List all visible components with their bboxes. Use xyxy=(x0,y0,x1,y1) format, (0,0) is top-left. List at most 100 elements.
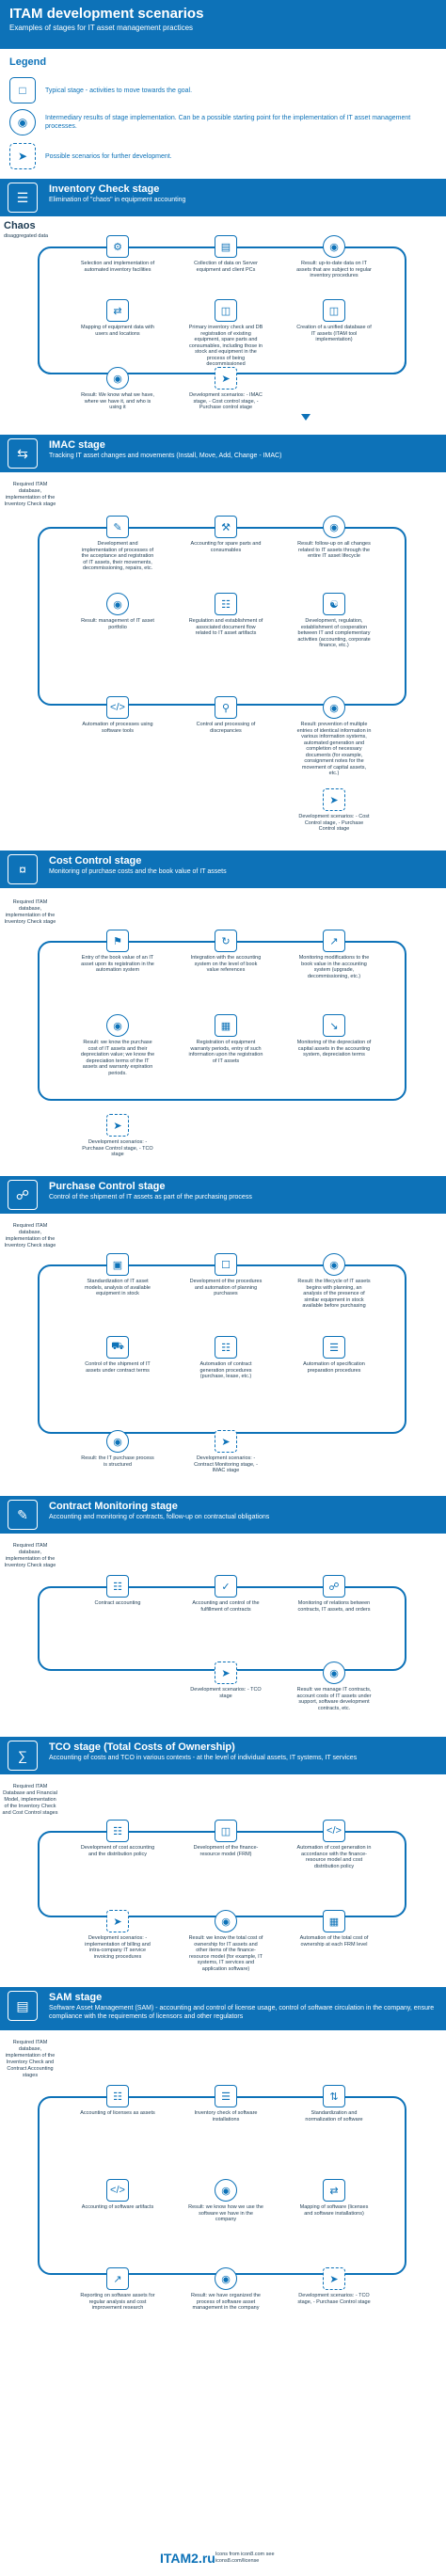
result-pin-icon: ◉ xyxy=(106,367,129,390)
legend-typical: □ Typical stage - activities to move tow… xyxy=(9,77,438,103)
stage: ▦Automation of the total cost of ownersh… xyxy=(296,1910,372,1948)
stage: ◉Result: the IT purchase process is stru… xyxy=(80,1430,155,1468)
legend-scenarios-text: Possible scenarios for further developme… xyxy=(45,152,172,160)
stage: ➤Development scenarios: - Purchase Contr… xyxy=(80,1114,155,1158)
handshake-icon: ☯ xyxy=(323,593,345,615)
result-pin-icon: ◉ xyxy=(323,235,345,258)
stage: ◫Primary inventory check and DB registra… xyxy=(188,299,263,368)
result-pin-icon: ◉ xyxy=(323,1253,345,1276)
chaos-label: Chaos xyxy=(4,220,36,231)
stage: ◉Result: we know the total cost of owner… xyxy=(188,1910,263,1972)
policy-icon: ☷ xyxy=(106,1820,129,1842)
result-pin-icon: ◉ xyxy=(106,1430,129,1453)
stage: ⇄Mapping of software (licenses and softw… xyxy=(296,2179,372,2217)
depreciation-icon: ↘ xyxy=(323,1014,345,1037)
tco-icon: ∑ xyxy=(8,1741,38,1771)
code-icon: </> xyxy=(323,1820,345,1842)
stage: ➤Development scenarios: - Cost Control s… xyxy=(296,788,372,833)
stage: ▦Registration of equipment warranty peri… xyxy=(188,1014,263,1064)
stage: ◉Result: we manage IT contracts, account… xyxy=(296,1662,372,1711)
stage: ➤Development scenarios: - Contract Monit… xyxy=(188,1430,263,1474)
stage: </>Automation of cost generation in acco… xyxy=(296,1820,372,1869)
signpost-icon: ➤ xyxy=(323,2267,345,2290)
legend-intermediate: ◉ Intermediary results of stage implemen… xyxy=(9,109,438,135)
code-icon: </> xyxy=(106,696,129,719)
stage: ⇅Standardization and normalization of so… xyxy=(296,2085,372,2123)
requirement-note: Required ITAM Database and Financial Mod… xyxy=(2,1784,58,1816)
stage: ◉Result: We know what we have, where we … xyxy=(80,367,155,411)
page-header: ITAM development scenarios Examples of s… xyxy=(0,0,446,49)
registration-icon: ✎ xyxy=(106,516,129,538)
result-pin-icon: ◉ xyxy=(215,2179,237,2202)
stage: ↗Reporting on software assets for regula… xyxy=(80,2267,155,2312)
stage: ◫Development of the finance-resource mod… xyxy=(188,1820,263,1857)
stage: ◉Result: management of IT asset portfoli… xyxy=(80,593,155,630)
stage: ▣Standardization of IT asset models, ana… xyxy=(80,1253,155,1297)
section-imac-header: ⇆ IMAC stage Tracking IT asset changes a… xyxy=(0,435,446,472)
stage: ➤Development scenarios: - TCO stage, - P… xyxy=(296,2267,372,2305)
result-pin-icon: ◉ xyxy=(215,2267,237,2290)
signpost-icon: ➤ xyxy=(323,788,345,811)
stage: ◉Result: the lifecycle of IT assets begi… xyxy=(296,1253,372,1310)
stage: ↻Integration with the accounting system … xyxy=(188,930,263,974)
stage: ☯Development, regulation, establishment … xyxy=(296,593,372,649)
stage: </>Automation of processes using softwar… xyxy=(80,696,155,734)
stage: ☰Automation of specification preparation… xyxy=(296,1336,372,1374)
chart-icon: ↗ xyxy=(323,930,345,952)
section-contract-header: ✎ Contract Monitoring stage Accounting a… xyxy=(0,1496,446,1534)
stage: ▤Collection of data on Server equipment … xyxy=(188,235,263,273)
stage: ➤Development scenarios: - TCO stage xyxy=(188,1662,263,1699)
server-icon: ▤ xyxy=(215,235,237,258)
section-tco-header: ∑ TCO stage (Total Costs of Ownership) A… xyxy=(0,1737,446,1774)
stage: ✓Accounting and control of the fulfillme… xyxy=(188,1575,263,1613)
result-pin-icon: ◉ xyxy=(323,1662,345,1684)
price-tag-icon: ⚑ xyxy=(106,930,129,952)
result-pin-icon: ◉ xyxy=(323,696,345,719)
planning-icon: ☐ xyxy=(215,1253,237,1276)
signpost-icon: ➤ xyxy=(215,1430,237,1453)
stage: ◉Result: we know how we use the software… xyxy=(188,2179,263,2223)
code-icon: </> xyxy=(106,2179,129,2202)
stage: ✎Development and implementation of proce… xyxy=(80,516,155,572)
automation-icon: ⚙ xyxy=(106,235,129,258)
typical-stage-icon: □ xyxy=(9,77,36,103)
signpost-icon: ➤ xyxy=(9,143,36,169)
stage: ☰Inventory check of software installatio… xyxy=(188,2085,263,2123)
stage: ☷Regulation and establishment of associa… xyxy=(188,593,263,637)
stage: ◉Result: we know the purchase cost of IT… xyxy=(80,1014,155,1076)
requirement-note: Required ITAM database, implementation o… xyxy=(4,482,56,507)
stage: ☷Development of cost accounting and the … xyxy=(80,1820,155,1857)
site-logo[interactable]: ITAM2.ru xyxy=(160,2551,215,2566)
legend-scenarios: ➤ Possible scenarios for further develop… xyxy=(9,143,438,169)
legend-intermediate-text: Intermediary results of stage implementa… xyxy=(45,115,411,130)
stage: ☷Accounting of licenses as assets xyxy=(80,2085,155,2117)
stage: ⚒Accounting for spare parts and consumab… xyxy=(188,516,263,553)
signpost-icon: ➤ xyxy=(106,1910,129,1932)
stage: ↘Monitoring of the depreciation of capit… xyxy=(296,1014,372,1058)
calculator-icon: ▦ xyxy=(323,1910,345,1932)
accounting-icon: ☷ xyxy=(106,1575,129,1598)
database-icon: ◫ xyxy=(323,299,345,322)
stage: ☷Automation of contract generation proce… xyxy=(188,1336,263,1380)
stage: ◉Result: prevention of multiple entries … xyxy=(296,696,372,777)
report-icon: ↗ xyxy=(106,2267,129,2290)
chaos-sublabel: disaggregated data xyxy=(4,233,49,239)
page-title: ITAM development scenarios xyxy=(9,6,204,22)
magnifier-icon: ⚲ xyxy=(215,696,237,719)
stage: ☷Contract accounting xyxy=(80,1575,155,1607)
stage: ⛟Control of the shipment of IT assets un… xyxy=(80,1336,155,1374)
mapping-icon: ⇄ xyxy=(106,299,129,322)
truck-icon: ⛟ xyxy=(106,1336,129,1359)
wallet-icon: ¤ xyxy=(8,854,38,884)
result-pin-icon: ◉ xyxy=(106,1014,129,1037)
requirement-note: Required ITAM database, implementation o… xyxy=(4,1543,56,1568)
checklist-icon: ✓ xyxy=(215,1575,237,1598)
model-icon: ◫ xyxy=(215,1820,237,1842)
inventory-icon: ☰ xyxy=(8,183,38,213)
stage: </>Accounting of software artifacts xyxy=(80,2179,155,2211)
stage: ⚙Selection and implementation of automat… xyxy=(80,235,155,273)
license-icon: ☷ xyxy=(106,2085,129,2107)
result-pin-icon: ◉ xyxy=(323,516,345,538)
section-sam-header: ▤ SAM stage Software Asset Management (S… xyxy=(0,1987,446,2030)
normalize-icon: ⇅ xyxy=(323,2085,345,2107)
